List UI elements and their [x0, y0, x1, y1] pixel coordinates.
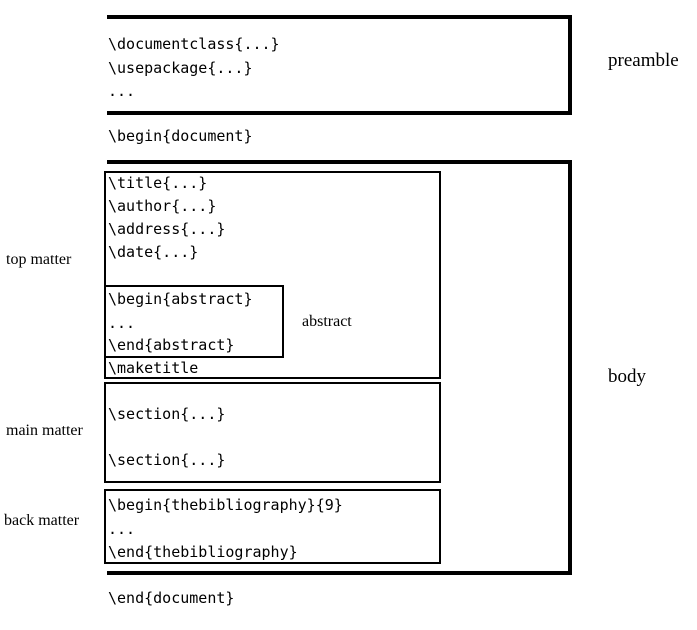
body-box: [107, 160, 572, 575]
preamble-line: ...: [108, 82, 136, 100]
top-matter-line: \author{...}: [108, 197, 217, 215]
main-matter-line: \section{...}: [108, 405, 226, 423]
abstract-label: abstract: [302, 313, 352, 330]
begin-document: \begin{document}: [108, 127, 253, 145]
main-matter-line: \section{...}: [108, 451, 226, 469]
body-label: body: [608, 366, 646, 387]
back-matter-line: \end{thebibliography}: [108, 543, 298, 561]
abstract-line: ...: [108, 314, 136, 332]
preamble-label: preamble: [608, 50, 679, 71]
main-matter-label: main matter: [6, 422, 83, 439]
abstract-box: [104, 285, 284, 358]
preamble-line: \usepackage{...}: [108, 59, 253, 77]
top-matter-label: top matter: [6, 251, 72, 268]
end-document: \end{document}: [108, 589, 235, 607]
main-matter-box: [104, 382, 441, 483]
top-matter-box: [104, 171, 441, 379]
top-matter-line: \address{...}: [108, 220, 226, 238]
preamble-box: [107, 15, 572, 115]
back-matter-line: ...: [108, 520, 136, 538]
preamble-line: \documentclass{...}: [108, 35, 280, 53]
top-matter-line: \title{...}: [108, 174, 208, 192]
back-matter-label: back matter: [4, 512, 80, 529]
back-matter-line: \begin{thebibliography}{9}: [108, 496, 343, 514]
maketitle-line: \maketitle: [108, 359, 199, 377]
abstract-line: \end{abstract}: [108, 336, 235, 354]
top-matter-line: \date{...}: [108, 243, 199, 261]
abstract-line: \begin{abstract}: [108, 290, 253, 308]
back-matter-box: [104, 489, 441, 564]
